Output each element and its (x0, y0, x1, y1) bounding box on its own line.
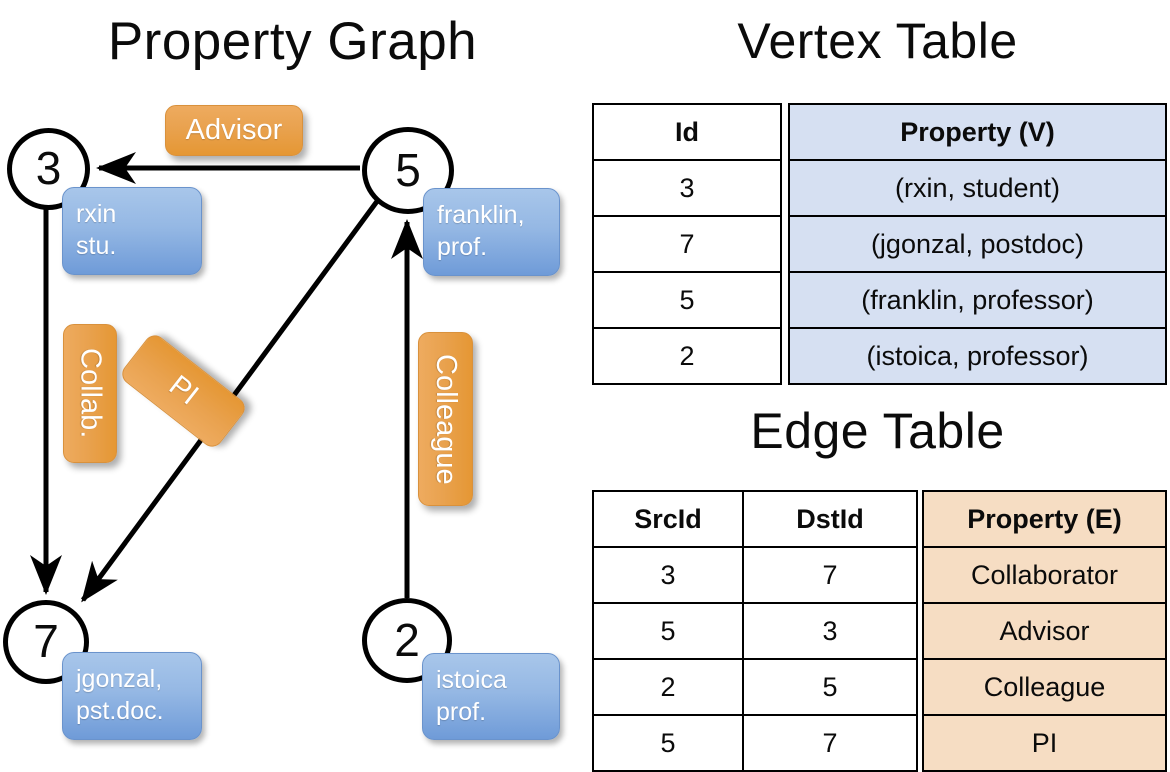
property-graph-diagram: 3 5 7 2 rxin stu. franklin, prof. jgonza… (0, 0, 585, 760)
edge-table-column-gap (917, 715, 923, 771)
edge-row-1-dst: 3 (742, 602, 918, 660)
graph-node-7-label: 7 (33, 615, 59, 667)
page-title-property-graph: Property Graph (107, 12, 478, 71)
vertex-row-1-id: 7 (592, 215, 782, 273)
vertex-table-header-property: Property (V) (788, 103, 1167, 161)
vertex-row-3-property: (istoica, professor) (788, 327, 1167, 385)
vertex-callout-2[interactable]: istoica prof. (422, 653, 560, 740)
page-title-edge-table: Edge Table (750, 403, 1005, 459)
vertex-row-2-property: (franklin, professor) (788, 271, 1167, 329)
edge-row-3-property: PI (922, 714, 1167, 772)
vertex-row-2-id: 5 (592, 271, 782, 329)
edge-table-header-dstid: DstId (742, 490, 918, 548)
edge-row-2-property: Colleague (922, 658, 1167, 716)
vertex-callout-5-line2: prof. (437, 233, 488, 261)
table-row: 5 3 Advisor (592, 602, 1167, 660)
edge-table-header-row: SrcId DstId Property (E) (592, 490, 1167, 548)
vertex-table-header-row: Id Property (V) (592, 103, 1167, 161)
vertex-table: Id Property (V) 3 (rxin, student) 7 (jgo… (592, 103, 1167, 385)
table-row: 2 5 Colleague (592, 658, 1167, 716)
vertex-callout-3-line2: stu. (76, 232, 117, 260)
graph-node-5[interactable]: 5 (362, 127, 454, 214)
graph-node-2[interactable]: 2 (362, 598, 452, 683)
edge-table-column-gap (917, 603, 923, 659)
vertex-row-0-property: (rxin, student) (788, 159, 1167, 217)
vertex-table-column-gap (781, 328, 789, 384)
table-row: 2 (istoica, professor) (592, 327, 1167, 385)
table-row: 7 (jgonzal, postdoc) (592, 215, 1167, 273)
vertex-callout-3-line1: rxin (76, 200, 117, 228)
vertex-row-1-property: (jgonzal, postdoc) (788, 215, 1167, 273)
edge-row-3-dst: 7 (742, 714, 918, 772)
edge-callout-advisor[interactable]: Advisor (165, 105, 303, 156)
edge-callout-pi-label: PI (163, 369, 205, 412)
edge-table-column-gap (917, 547, 923, 603)
edge-table-column-gap (917, 491, 923, 547)
vertex-callout-3[interactable]: rxin stu. (62, 187, 202, 275)
edge-row-1-property: Advisor (922, 602, 1167, 660)
edge-callout-collab-label: Collab. (74, 348, 107, 439)
vertex-table-column-gap (781, 160, 789, 216)
edge-callout-collab[interactable]: Collab. (63, 324, 117, 463)
edge-callout-colleague-label: Colleague (430, 353, 462, 485)
edge-row-3-src: 5 (592, 714, 744, 772)
vertex-callout-2-line1: istoica (436, 666, 507, 694)
edge-table: SrcId DstId Property (E) 3 7 Collaborato… (592, 490, 1167, 772)
vertex-callout-7-line2: pst.doc. (76, 697, 164, 725)
edge-callout-colleague[interactable]: Colleague (418, 332, 473, 506)
vertex-callout-5[interactable]: franklin, prof. (423, 188, 560, 276)
vertex-table-column-gap (781, 216, 789, 272)
vertex-table-column-gap (781, 272, 789, 328)
vertex-table-header-id: Id (592, 103, 782, 161)
graph-node-5-label: 5 (395, 143, 421, 196)
edge-row-0-dst: 7 (742, 546, 918, 604)
page-title-vertex-table: Vertex Table (737, 13, 1018, 69)
edge-table-column-gap (917, 659, 923, 715)
vertex-callout-7-line1: jgonzal, (76, 665, 163, 693)
table-row: 5 (franklin, professor) (592, 271, 1167, 329)
edge-row-2-dst: 5 (742, 658, 918, 716)
vertex-row-0-id: 3 (592, 159, 782, 217)
vertex-callout-7[interactable]: jgonzal, pst.doc. (62, 652, 202, 740)
vertex-table-column-gap (781, 104, 789, 160)
vertex-callout-5-line1: franklin, (437, 201, 525, 229)
edge-row-2-src: 2 (592, 658, 744, 716)
edge-row-0-property: Collaborator (922, 546, 1167, 604)
edge-table-header-srcid: SrcId (592, 490, 744, 548)
edge-row-1-src: 5 (592, 602, 744, 660)
vertex-row-3-id: 2 (592, 327, 782, 385)
vertex-callout-2-line2: prof. (436, 698, 487, 726)
edge-callout-advisor-label: Advisor (185, 114, 283, 146)
table-row: 5 7 PI (592, 714, 1167, 772)
graph-node-3-label: 3 (35, 142, 62, 194)
table-row: 3 7 Collaborator (592, 546, 1167, 604)
edge-row-0-src: 3 (592, 546, 744, 604)
table-row: 3 (rxin, student) (592, 159, 1167, 217)
edge-table-header-property: Property (E) (922, 490, 1167, 548)
graph-node-2-label: 2 (394, 613, 420, 666)
